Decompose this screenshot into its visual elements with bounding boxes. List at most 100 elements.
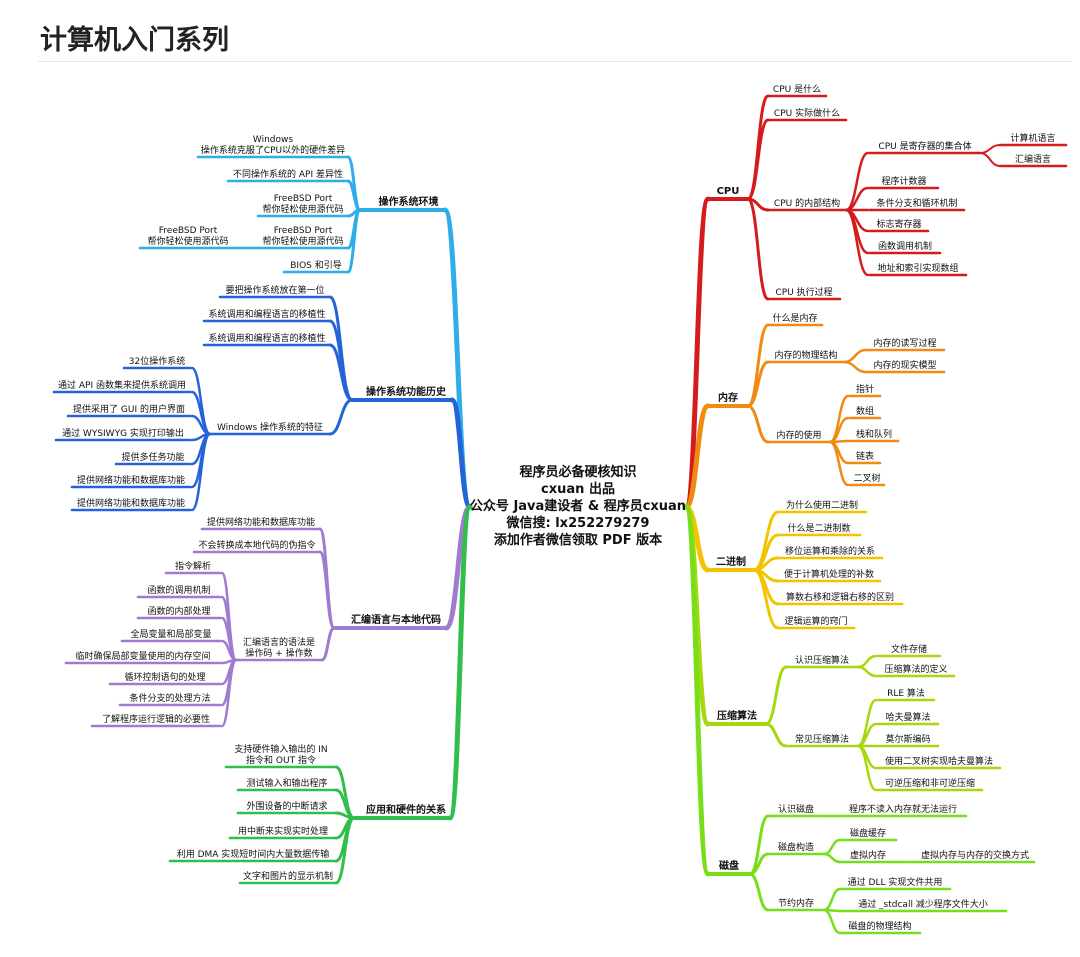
branch-connector	[746, 94, 770, 201]
leaf-node: 利用 DMA 实现短时间内大量数据传输	[177, 848, 330, 860]
topic-cpu: CPU	[717, 186, 740, 197]
leaf-node: 数组	[856, 405, 874, 417]
branch-connector	[856, 665, 878, 678]
leaf-node: 函数调用机制	[878, 240, 932, 252]
leaf-node: 不会转换成本地代码的伪指令	[198, 539, 315, 551]
branch-connector	[764, 665, 788, 726]
branch-connector	[328, 398, 354, 436]
main-branch-cpu	[683, 196, 711, 510]
leaf-node: 系统调用和编程语言的移植性	[208, 332, 325, 344]
branch-connector	[822, 908, 842, 935]
leaf-node: 用中断来实现实时处理	[238, 825, 328, 837]
leaf-node: 虚拟内存	[850, 849, 886, 861]
branch-connector	[190, 432, 212, 512]
leaf-node: 条件分支的处理方法	[129, 692, 210, 704]
leaf-node: 32位操作系统	[129, 355, 185, 367]
leaf-node: Windows 操作系统的特征	[217, 421, 323, 433]
leaf-node: 使用二叉树实现哈夫曼算法	[885, 755, 993, 767]
leaf-node: CPU 的内部结构	[774, 197, 840, 209]
leaf-node: 通过 WYSIWYG 实现打印输出	[62, 427, 184, 439]
topic-os-history: 操作系统功能历史	[366, 385, 447, 398]
branch-connector	[752, 556, 780, 572]
branch-connector	[746, 404, 770, 444]
leaf-node: 全局变量和局部变量	[130, 628, 211, 640]
leaf-node: 测试输入和输出程序	[246, 777, 327, 789]
leaf-node: CPU 是什么	[773, 83, 821, 95]
topic-compression: 压缩算法	[717, 709, 757, 722]
leaf-node: 通过 _stdcall 减少程序文件大小	[858, 898, 988, 910]
leaf-node: 汇编语言	[1015, 153, 1051, 165]
leaf-node: 提供网络功能和数据库功能	[207, 516, 315, 528]
leaf-node: 不同操作系统的 API 差异性	[233, 168, 343, 180]
branch-connector	[979, 152, 1001, 167]
leaf-node: 提供多任务功能	[121, 451, 184, 463]
leaf-node: 了解程序运行逻辑的必要性	[102, 713, 210, 725]
leaf-node: 循环控制语句的处理	[124, 671, 205, 683]
leaf-node: 移位运算和乘除的关系	[785, 545, 875, 557]
leaf-node: 通过 API 函数集来提供系统调用	[58, 379, 186, 391]
leaf-node: 汇编语言的语法是操作码 + 操作数	[243, 636, 315, 659]
leaf-node: 什么是内存	[772, 312, 817, 324]
leaf-node: CPU 执行过程	[775, 286, 832, 298]
branch-connector	[748, 872, 770, 912]
leaf-node: 文字和图片的显示机制	[243, 870, 333, 882]
branch-connector	[318, 550, 336, 630]
leaf-node: BIOS 和引导	[290, 260, 342, 271]
branch-connector	[856, 654, 878, 669]
leaf-node: 逻辑运算的窍门	[784, 615, 847, 627]
main-branch-hardware	[447, 504, 473, 821]
leaf-node: 栈和队列	[856, 428, 892, 440]
branch-connector	[844, 208, 870, 277]
topic-os-env: 操作系统环境	[379, 195, 439, 208]
leaf-node: 系统调用和编程语言的移植性	[208, 308, 325, 320]
leaf-node: 函数的调用机制	[147, 584, 210, 596]
branch-connector	[328, 319, 354, 402]
leaf-node: 指令解析	[175, 560, 211, 572]
leaf-node: 可逆压缩和非可逆压缩	[885, 777, 975, 789]
leaf-node: 虚拟内存与内存的交换方式	[921, 849, 1029, 861]
leaf-node: 内存的读写过程	[873, 337, 936, 349]
branch-connector	[746, 197, 770, 301]
leaf-node: 标志寄存器	[876, 218, 921, 230]
branch-connector	[856, 698, 878, 748]
main-branch-memory	[683, 403, 711, 510]
leaf-node: 内存的现实模型	[873, 359, 936, 371]
branch-connector	[746, 360, 770, 408]
leaf-node: 链表	[856, 450, 874, 462]
branch-connector	[334, 816, 356, 885]
leaf-node: 程序计数器	[881, 175, 926, 187]
leaf-node: 地址和索引实现数组	[877, 262, 958, 274]
leaf-node: 为什么使用二进制	[786, 499, 858, 511]
leaf-node: 便于计算机处理的补数	[784, 568, 874, 580]
branch-connector	[828, 440, 850, 487]
leaf-node: 通过 DLL 实现文件共用	[848, 876, 943, 888]
leaf-node: CPU 实际做什么	[774, 107, 840, 119]
branch-connector	[752, 510, 780, 572]
branch-connector	[320, 626, 336, 662]
leaf-node: 压缩算法的定义	[884, 663, 947, 675]
leaf-node: 函数的内部处理	[147, 605, 210, 617]
leaf-node: 莫尔斯编码	[885, 733, 930, 745]
branch-connector	[346, 208, 362, 274]
branch-connector	[856, 744, 878, 792]
leaf-node: 算数右移和逻辑右移的区别	[786, 591, 894, 603]
leaf-node: 认识磁盘	[778, 803, 814, 815]
main-branch-os-env	[442, 207, 473, 510]
topic-hardware: 应用和硬件的关系	[366, 803, 446, 816]
branch-connector	[220, 658, 238, 728]
leaf-node: 程序不读入内存就无法运行	[849, 803, 957, 815]
leaf-node: 什么是二进制数	[787, 522, 850, 534]
leaf-node: 常见压缩算法	[795, 733, 849, 745]
leaf-node: 条件分支和循环机制	[876, 197, 957, 209]
title-divider	[38, 61, 1072, 62]
branch-connector	[842, 348, 868, 364]
branch-connector	[822, 838, 842, 856]
leaf-node: 外围设备的中断请求	[246, 800, 327, 812]
leaf-node: 计算机语言	[1010, 132, 1055, 144]
leaf-node: RLE 算法	[887, 687, 925, 699]
